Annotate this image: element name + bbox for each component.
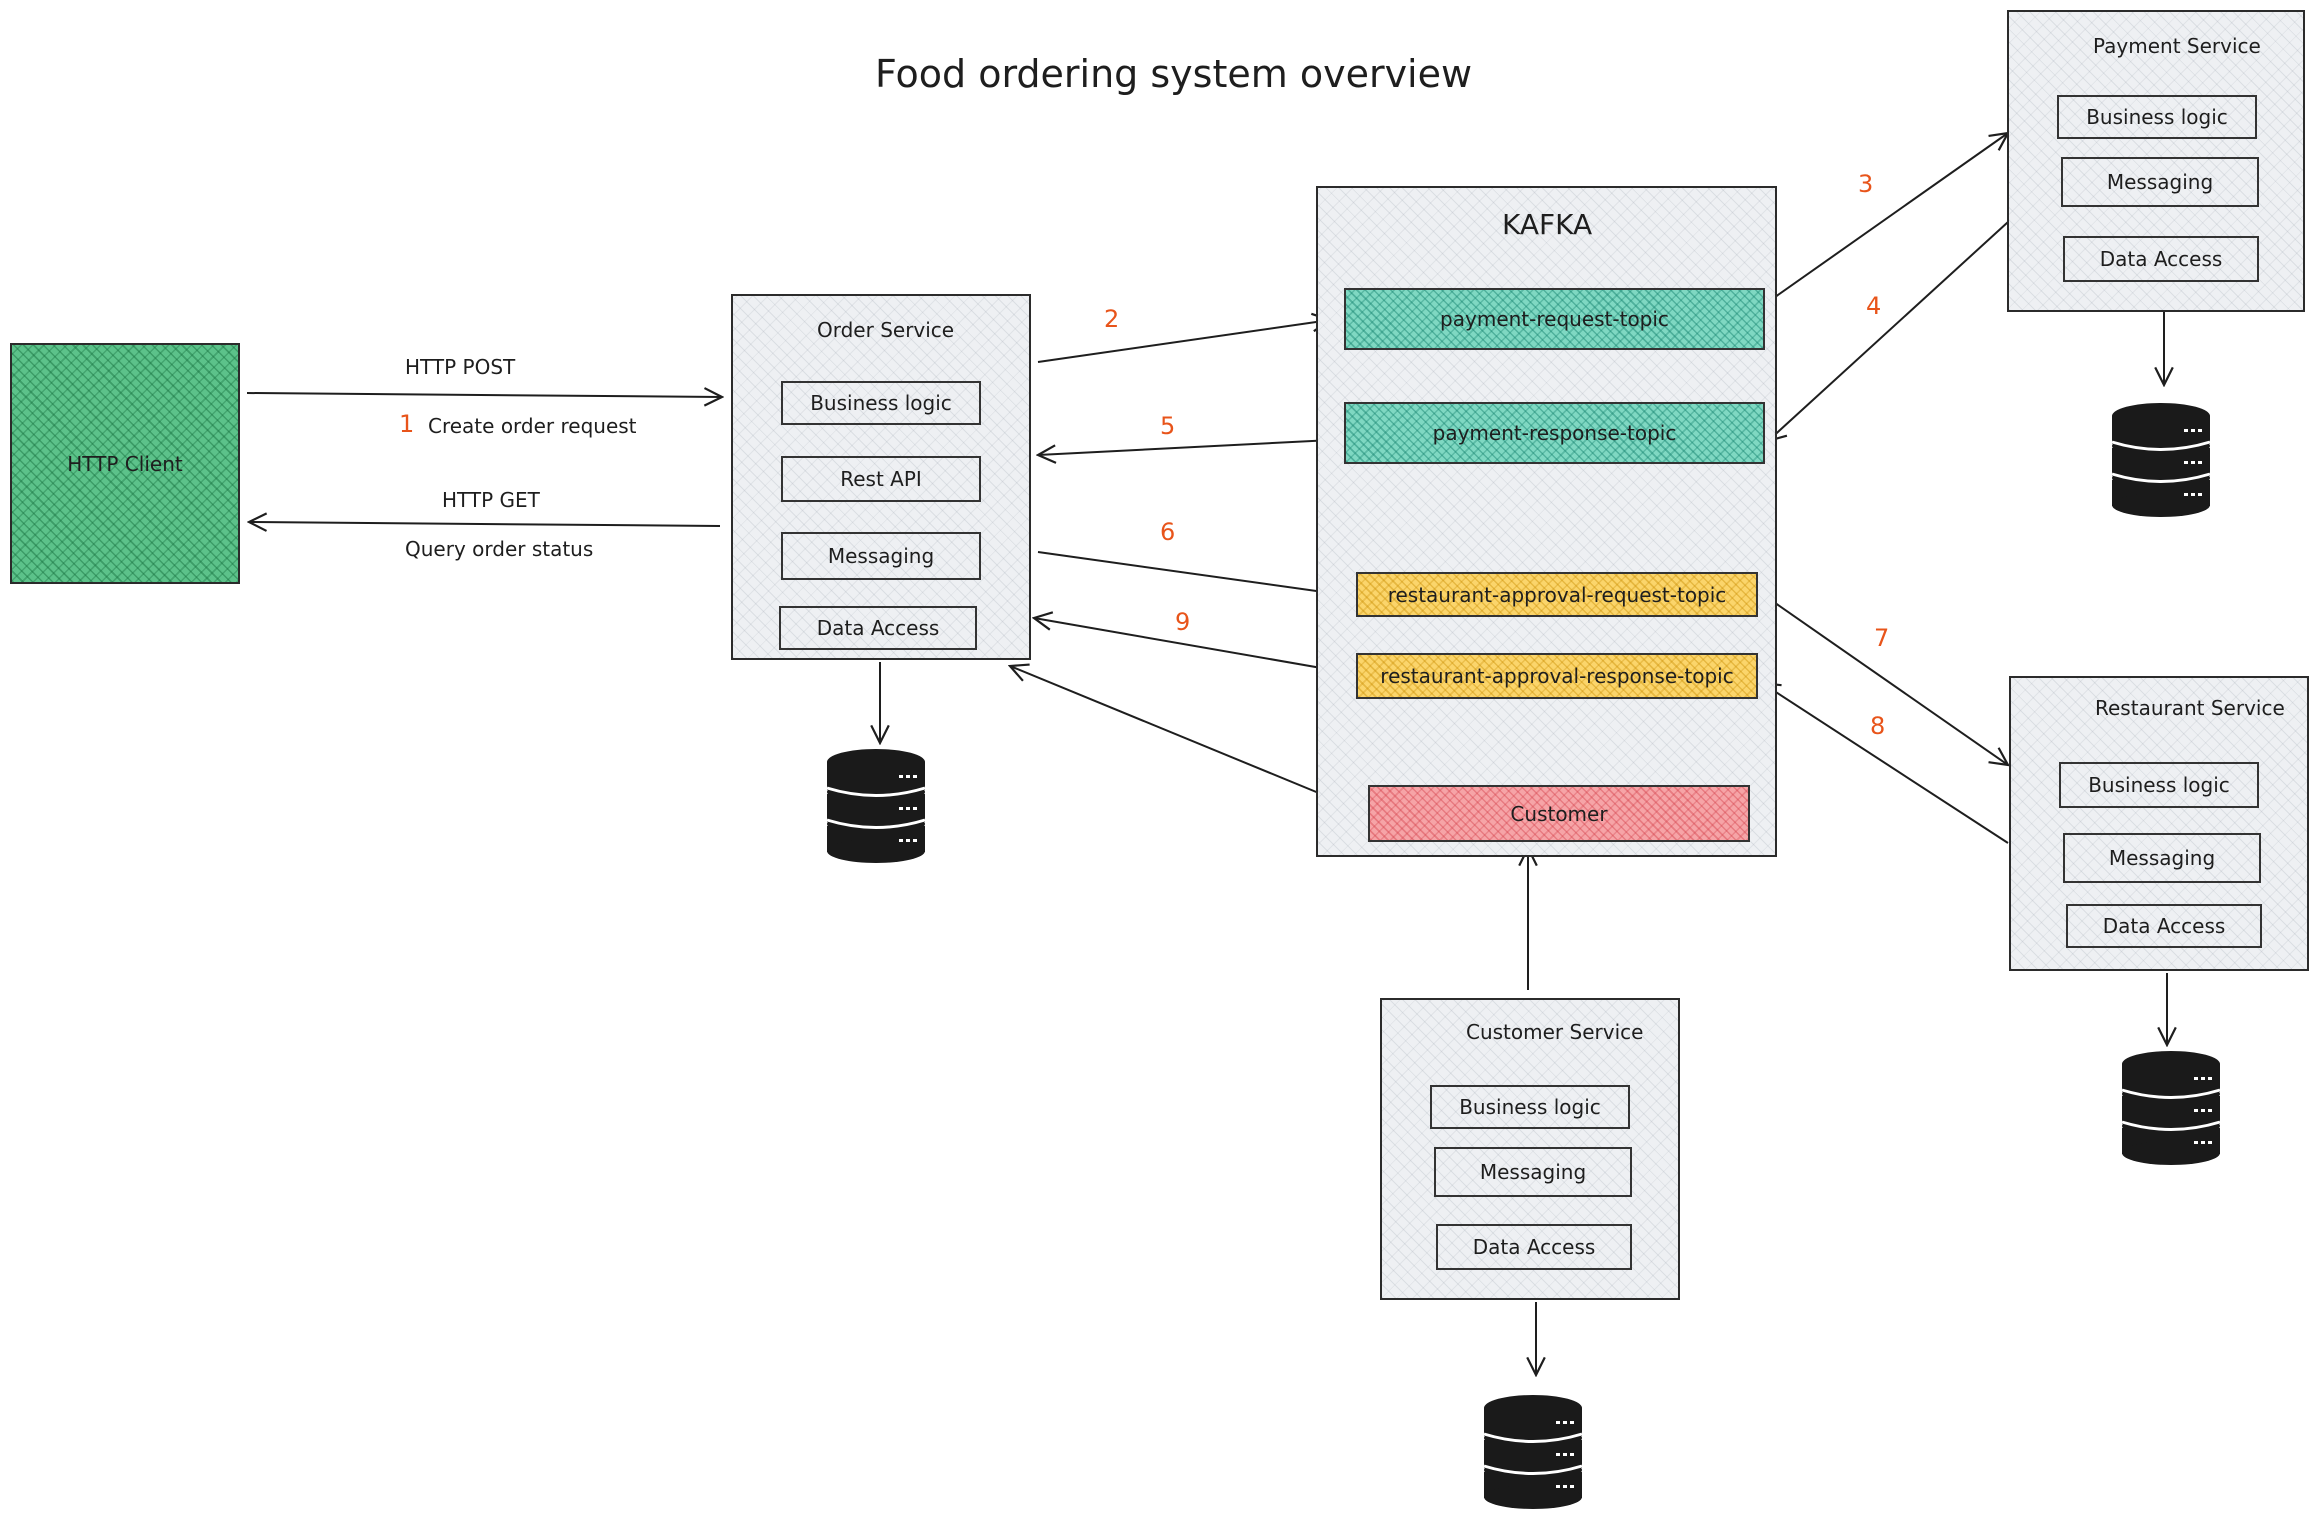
customer-messaging: Messaging: [1434, 1147, 1632, 1197]
step-8-label: 8: [1870, 712, 1886, 740]
step-7-label: 7: [1874, 624, 1890, 652]
arrow-step-7: [1767, 597, 2008, 765]
arrow-step-4: [1768, 221, 2009, 441]
http-get-label: HTTP GET: [442, 488, 540, 512]
step-6-label: 6: [1160, 518, 1176, 546]
order-rest-api: Rest API: [781, 456, 981, 502]
restaurant-database-icon: [2121, 1051, 2221, 1165]
diagram-title: Food ordering system overview: [875, 52, 1473, 96]
step-3-label: 3: [1858, 170, 1874, 198]
payment-database-icon: [2111, 403, 2211, 517]
customer-service-title: Customer Service: [1466, 1020, 1644, 1044]
http-client-box: HTTP Client: [10, 343, 240, 584]
restaurant-messaging: Messaging: [2063, 833, 2261, 883]
payment-data-access: Data Access: [2063, 236, 2259, 282]
customer-data-access: Data Access: [1436, 1224, 1632, 1270]
order-business-logic: Business logic: [781, 381, 981, 425]
query-status-label: Query order status: [405, 537, 594, 561]
order-data-access: Data Access: [779, 606, 977, 650]
arrow-step-3: [1767, 133, 2008, 303]
payment-business-logic: Business logic: [2057, 95, 2257, 139]
payment-messaging: Messaging: [2061, 157, 2259, 207]
step-9-label: 9: [1175, 608, 1191, 636]
order-service-title: Order Service: [817, 318, 955, 342]
step-4-label: 4: [1866, 292, 1882, 320]
restaurant-service-box: Restaurant Service Business logic Messag…: [2009, 676, 2309, 971]
arrow-http-get: [249, 522, 721, 526]
kafka-title: KAFKA: [1502, 208, 1593, 241]
http-client-label: HTTP Client: [67, 451, 183, 476]
arrow-step-2: [1037, 320, 1330, 363]
arrow-http-post: [246, 393, 722, 397]
kafka-box: KAFKA payment-request-topic payment-resp…: [1316, 186, 1777, 857]
create-order-label: Create order request: [428, 414, 637, 438]
order-database-icon: [826, 749, 926, 863]
customer-topic: Customer: [1368, 785, 1750, 842]
arrow-customer-to-order: [1010, 666, 1361, 811]
step-1-label: 1: [399, 410, 415, 438]
customer-service-box: Customer Service Business logic Messagin…: [1380, 998, 1680, 1300]
payment-service-title: Payment Service: [2093, 34, 2261, 58]
customer-database-icon: [1483, 1395, 1583, 1509]
arrow-step-6: [1037, 551, 1352, 596]
step-2-label: 2: [1104, 305, 1120, 333]
order-service-box: Order Service Business logic Rest API Me…: [731, 294, 1031, 660]
payment-request-topic: payment-request-topic: [1344, 288, 1765, 350]
restaurant-business-logic: Business logic: [2059, 762, 2259, 808]
arrow-step-9: [1034, 618, 1351, 674]
step-5-label: 5: [1160, 412, 1176, 440]
order-messaging: Messaging: [781, 532, 981, 580]
http-post-label: HTTP POST: [405, 355, 516, 379]
payment-response-topic: payment-response-topic: [1344, 402, 1765, 464]
arrow-step-8: [1762, 683, 2009, 844]
restaurant-data-access: Data Access: [2066, 904, 2262, 948]
restaurant-approval-response-topic: restaurant-approval-response-topic: [1356, 653, 1758, 699]
restaurant-service-title: Restaurant Service: [2095, 696, 2285, 720]
customer-business-logic: Business logic: [1430, 1085, 1630, 1129]
restaurant-approval-request-topic: restaurant-approval-request-topic: [1356, 572, 1758, 617]
payment-service-box: Payment Service Business logic Messaging…: [2007, 10, 2305, 312]
arrow-step-5: [1038, 439, 1333, 455]
